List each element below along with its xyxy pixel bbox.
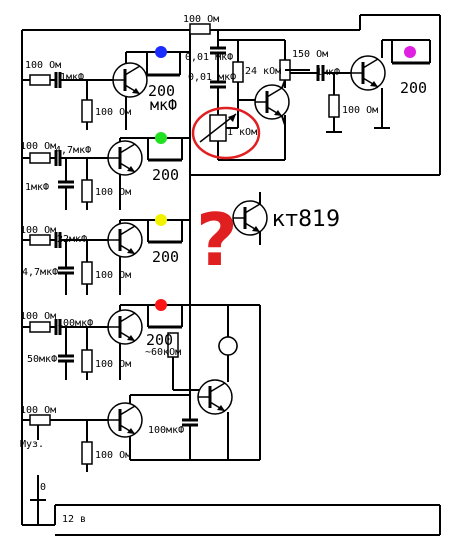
- led-green: [155, 132, 167, 144]
- label-r-in3: 100 Ом: [20, 225, 56, 236]
- label-r-top: 100 Ом: [183, 14, 219, 25]
- label-input: Муз.: [20, 439, 44, 450]
- stage-2-transistor: [106, 139, 144, 177]
- label-cap-200-1-unit: мкФ: [150, 96, 177, 114]
- label-r-in5: 100 Ом: [20, 405, 56, 416]
- label-c-in2: 4,7мкФ: [55, 145, 91, 156]
- stage-5-input: [22, 395, 260, 472]
- output-driver-transistor: [253, 83, 291, 121]
- stage-5-transistor: [106, 401, 144, 439]
- label-r-60k: ~60кОм: [145, 347, 181, 358]
- label-ground: 0: [40, 482, 46, 493]
- label-r-e1: 100 Ом: [95, 107, 131, 118]
- led-magenta: [404, 46, 416, 58]
- label-c-sh3: 4,7мкФ: [22, 267, 58, 278]
- label-c-in4: 100мкФ: [57, 318, 93, 329]
- top-filter: [189, 23, 310, 115]
- output-stage: [290, 39, 431, 133]
- stage-3-transistor: [106, 221, 144, 259]
- label-c-in3: 22мкФ: [57, 234, 87, 245]
- stage-1: [22, 51, 190, 130]
- label-r-e3: 100 Ом: [95, 270, 131, 281]
- highlight-circle: [191, 106, 261, 160]
- label-c-100u: 100мкФ: [148, 425, 184, 436]
- led-blue: [155, 46, 167, 58]
- label-c-top-b: 0,01 мкФ: [188, 72, 236, 83]
- label-r-e2: 100 Ом: [95, 187, 131, 198]
- label-r-24k: 24 кОм: [245, 66, 281, 77]
- power-transistor: [196, 378, 234, 416]
- label-r-in2: 100 Ом: [20, 141, 56, 152]
- label-c-sh2: 1мкФ: [25, 182, 49, 193]
- label-r-in4: 100 Ом: [20, 311, 56, 322]
- question-mark: ?: [196, 198, 238, 282]
- lamp: [218, 336, 238, 356]
- label-cap-200-out: 200: [400, 79, 427, 97]
- label-c-in1: 1мкФ: [60, 72, 84, 83]
- label-r-e4: 100 Ом: [95, 359, 131, 370]
- led-red: [155, 299, 167, 311]
- label-transistor-name: кт819: [272, 207, 340, 232]
- stage-1-transistor: [111, 61, 149, 99]
- label-r-150: 150 Ом: [292, 49, 328, 60]
- led-yellow: [155, 214, 167, 226]
- label-c-top-a: 0,01 мкФ: [185, 52, 233, 63]
- stage-4-transistor: [106, 308, 144, 346]
- label-c-sh4: 50мкФ: [27, 354, 57, 365]
- kt819-transistor: [231, 199, 269, 237]
- label-cap-200-4: 200: [146, 331, 173, 349]
- stage-4: [22, 304, 261, 460]
- label-cap-200-1: 200: [148, 82, 175, 100]
- label-supply: 12 в: [62, 514, 86, 525]
- label-r-in1: 100 Ом: [25, 60, 61, 71]
- stage-2: [22, 137, 190, 210]
- label-c-out-1u: 1мкФ: [316, 67, 340, 78]
- label-cap-200-3: 200: [152, 248, 179, 266]
- label-r-e5: 100 Ом: [95, 450, 131, 461]
- label-cap-200-2: 200: [152, 166, 179, 184]
- label-r-out-emit: 100 Ом: [342, 105, 378, 116]
- label-pot-1k: 1 кОм: [227, 127, 257, 138]
- output-transistor: [349, 54, 387, 92]
